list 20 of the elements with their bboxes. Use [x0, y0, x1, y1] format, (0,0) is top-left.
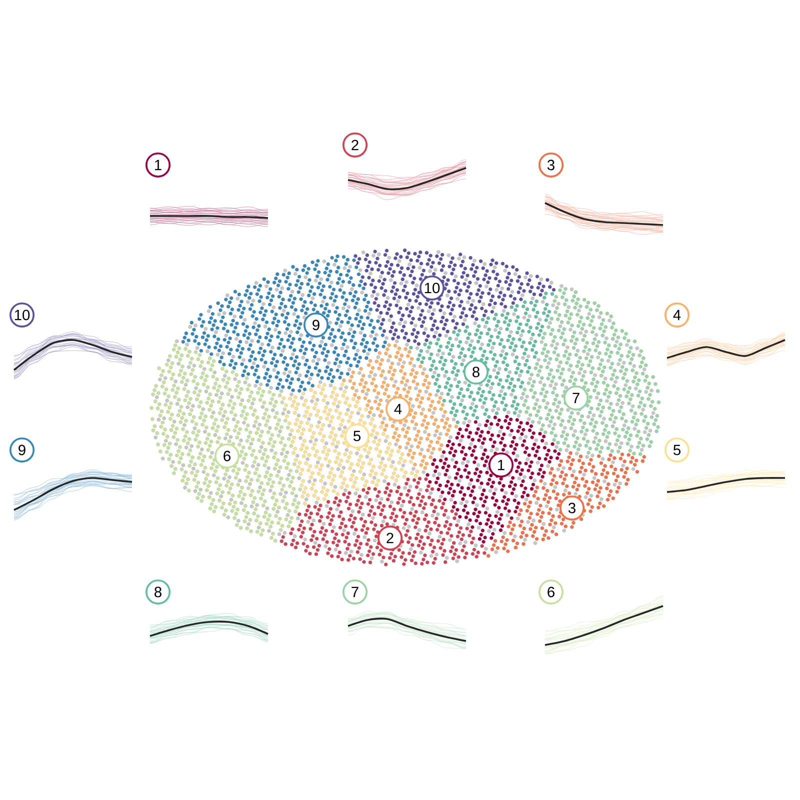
- number-badge: 9: [303, 312, 329, 338]
- number-badge: 2: [342, 132, 368, 158]
- number-badge: 5: [664, 437, 690, 463]
- number-badge: 1: [146, 152, 171, 178]
- number-badge: 7: [564, 385, 589, 411]
- number-badge: 1: [488, 452, 514, 478]
- number-badge: 9: [9, 437, 35, 463]
- number-badge: 8: [463, 359, 489, 385]
- number-badge: 5: [344, 423, 370, 449]
- number-badge: 2: [377, 525, 403, 551]
- number-badge: 3: [538, 152, 564, 178]
- number-badge: 3: [560, 495, 585, 520]
- number-badge: 8: [146, 579, 171, 604]
- number-badge: 10: [9, 302, 35, 328]
- number-badge: 7: [342, 579, 368, 604]
- number-badge: 6: [214, 443, 240, 469]
- number-badge: 10: [419, 275, 445, 301]
- number-badge: 4: [664, 302, 690, 328]
- number-badge: 6: [538, 579, 564, 604]
- number-badge: 4: [385, 396, 411, 422]
